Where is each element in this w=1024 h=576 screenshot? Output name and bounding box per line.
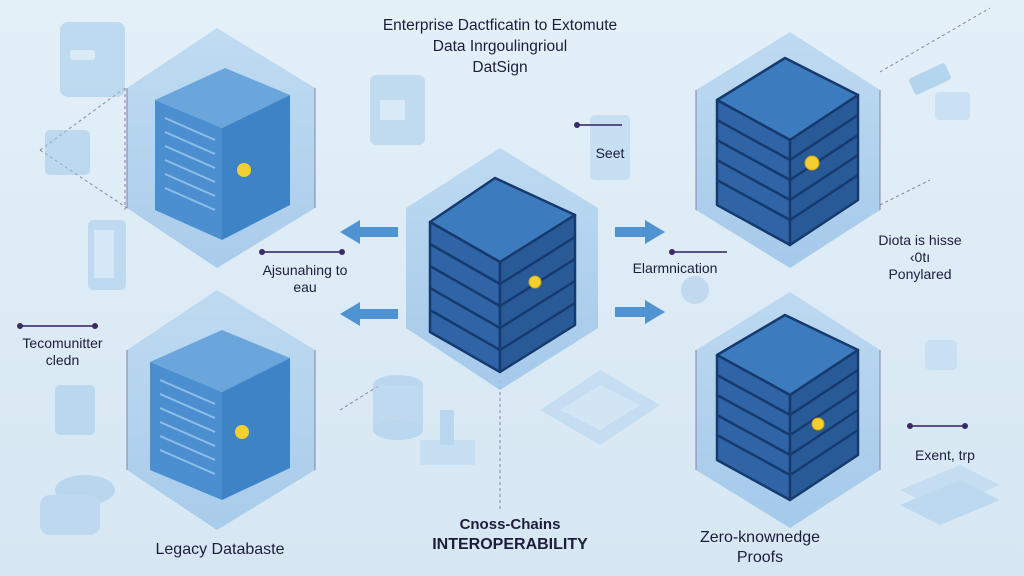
label-text: Ajsunahing to	[262, 262, 348, 278]
server-cube-icon	[428, 176, 577, 374]
zero-knowledge-node-bottom[interactable]	[696, 292, 880, 528]
small-box-icon	[45, 130, 90, 175]
server-cube-icon	[155, 68, 290, 240]
server-cube-icon	[150, 330, 290, 500]
cross-chain-hub-node[interactable]	[406, 148, 598, 390]
gold-token-icon	[804, 155, 820, 171]
label-text: Legacy Databaste	[155, 541, 285, 558]
bracket-lines	[126, 88, 881, 470]
pot-icon	[40, 475, 115, 535]
title-line: Data Inrgoulingrioul	[432, 38, 568, 55]
label-text: Tecomunitter	[22, 335, 103, 351]
tablet-keyboard-icon	[540, 370, 660, 445]
label-cross-chains: Cnoss-Chains INTEROPERABILITY	[400, 515, 620, 555]
label-text: INTEROPERABILITY	[432, 536, 588, 553]
arrow-left-top	[340, 220, 398, 244]
gold-token-icon	[528, 275, 542, 289]
connector-pin	[259, 249, 345, 255]
server-cube-icon	[715, 56, 860, 247]
connector-pin	[669, 249, 727, 255]
title-line: DatSign	[472, 59, 528, 76]
arrow-right-bottom	[615, 300, 665, 324]
legacy-database-node-top[interactable]	[127, 28, 315, 268]
connector-pin	[907, 423, 968, 429]
gear-blob-icon	[681, 276, 709, 304]
label-text: Ponylared	[888, 266, 952, 282]
label-text: Proofs	[736, 549, 784, 566]
label-data-hose: Diota is hisse ‹0tı Ponylared	[830, 232, 1010, 283]
label-text: eau	[293, 279, 317, 295]
phone-device-icon	[88, 220, 126, 290]
phone-small-icon	[55, 385, 95, 435]
legacy-database-node-bottom[interactable]	[127, 290, 315, 530]
background-decor	[40, 22, 1000, 535]
label-extent: Exent, trp	[895, 447, 995, 464]
label-text: cledn	[45, 352, 80, 368]
connector-pin	[17, 323, 98, 329]
label-text: Cnoss-Chains	[459, 516, 561, 533]
arrow-left-bottom	[340, 302, 398, 326]
label-text: Diota is hisse	[878, 232, 962, 248]
page-title: Enterprise Dactficatin to Extomute Data …	[330, 15, 670, 78]
server-cube-icon	[715, 313, 860, 502]
stacked-layers-icon	[900, 465, 1000, 525]
label-elimination: Elarmnication	[595, 260, 755, 277]
label-text: Seet	[595, 145, 625, 161]
connector-pin	[574, 122, 622, 128]
arrows	[340, 220, 665, 326]
arrow-right-top	[615, 220, 665, 244]
label-text: Zero-knownedge	[699, 529, 821, 546]
title-line: Enterprise Dactficatin to Extomute	[382, 17, 618, 34]
small-cube-icon	[925, 340, 957, 370]
label-text: Exent, trp	[915, 447, 975, 463]
cabinet-icon	[60, 22, 125, 97]
label-adjusting: Ajsunahing to eau	[225, 262, 385, 296]
label-legacy-database: Legacy Databaste	[115, 540, 325, 560]
gold-token-icon	[237, 163, 251, 177]
zero-knowledge-node-top[interactable]	[696, 32, 880, 268]
label-text: Elarmnication	[632, 260, 718, 276]
label-telecom: Tecomunitter cledn	[0, 335, 125, 369]
label-zero-knowledge: Zero-knownedge Proofs	[650, 528, 870, 568]
tray-icon	[909, 63, 970, 120]
storage-box-icon	[370, 75, 425, 145]
label-text: ‹0tı	[909, 249, 931, 265]
pedestal-icon	[420, 410, 475, 465]
gold-token-icon	[235, 425, 249, 439]
server-stack-icon	[590, 115, 630, 180]
label-seet: Seet	[570, 145, 650, 162]
cylinder-db-icon	[373, 375, 423, 440]
gold-token-icon	[811, 417, 825, 431]
